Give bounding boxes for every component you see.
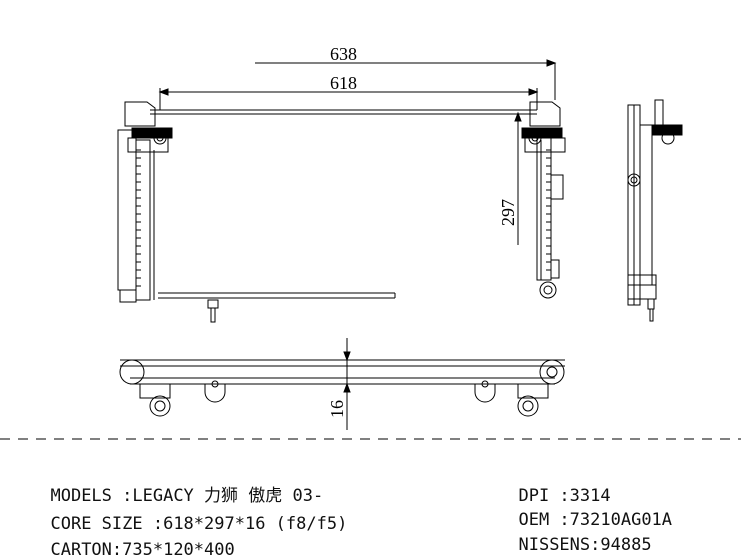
side-view (627, 99, 683, 322)
spec-dpi: DPI :3314 (498, 466, 611, 506)
spec-core-size-label: CORE SIZE : (50, 514, 164, 534)
top-view (119, 359, 565, 417)
dimension-638-label: 638 (330, 44, 357, 64)
spec-oem: OEM :73210AG01A (498, 490, 672, 530)
spec-oem-value: 73210AG01A (569, 510, 673, 530)
dimension-16 (343, 338, 351, 430)
dimension-618-label: 618 (330, 73, 357, 93)
spec-nissens: NISSENS:94885 (498, 515, 652, 555)
spec-models-label: MODELS : (50, 486, 133, 506)
spec-carton: CARTON:735*120*400 (30, 520, 235, 560)
spec-dpi-label: DPI : (518, 486, 570, 506)
dimension-297 (514, 111, 522, 245)
dimension-297-label: 297 (498, 199, 518, 226)
dimension-638 (255, 59, 557, 100)
spec-core-size: CORE SIZE :618*297*16 (f8/f5) (30, 494, 347, 534)
dimension-618 (158, 88, 539, 110)
spec-nissens-label: NISSENS: (518, 535, 601, 555)
dimension-16-label: 16 (327, 400, 347, 418)
spec-oem-label: OEM : (518, 510, 570, 530)
spec-models-value: LEGACY 力狮 傲虎 03- (132, 486, 324, 506)
spec-models: MODELS :LEGACY 力狮 傲虎 03- (30, 466, 323, 506)
spec-core-size-value: 618*297*16 (f8/f5) (163, 514, 348, 534)
spec-carton-value: 735*120*400 (122, 540, 235, 560)
spec-dpi-value: 3314 (569, 486, 611, 506)
spec-nissens-value: 94885 (600, 535, 652, 555)
front-view (117, 101, 566, 323)
spec-carton-label: CARTON: (50, 540, 123, 560)
